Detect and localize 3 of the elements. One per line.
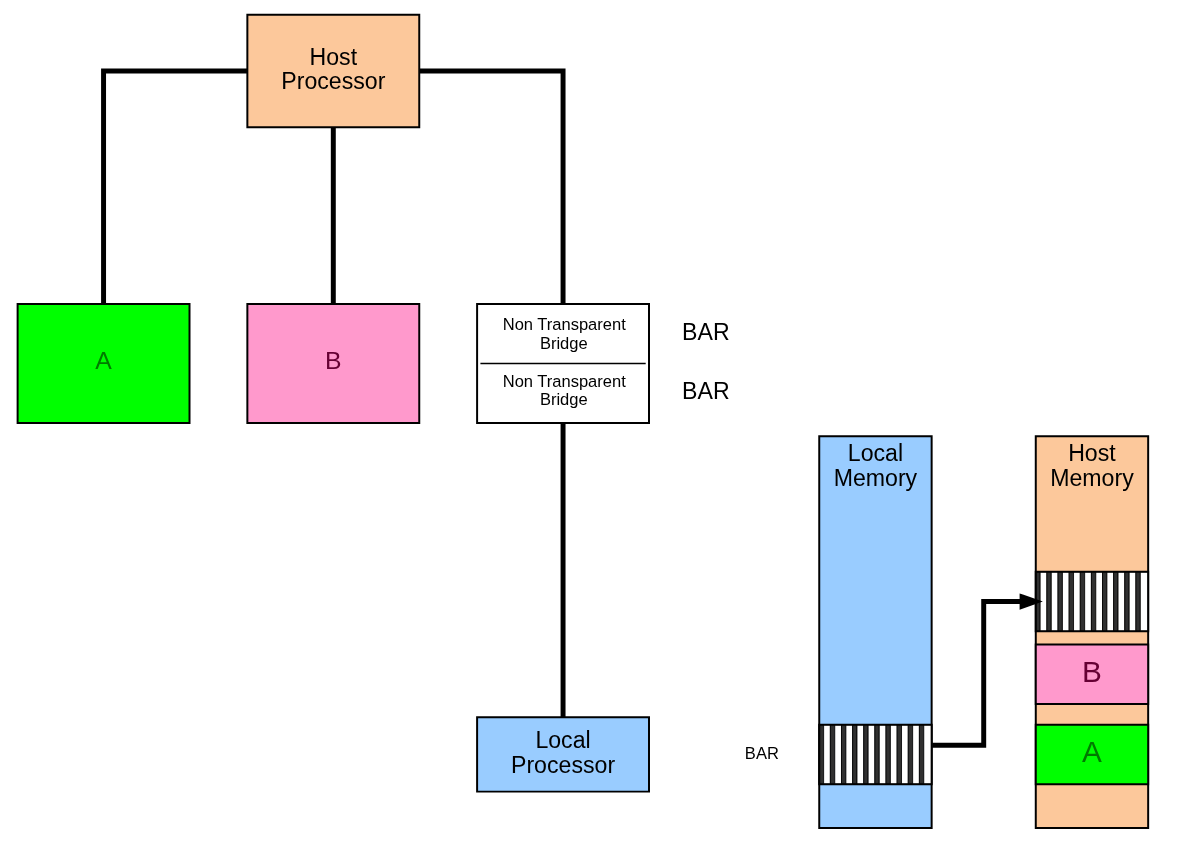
node-label: BAR [744, 743, 779, 763]
node-label: BAR [682, 378, 730, 405]
node-label: BAR [682, 318, 730, 345]
